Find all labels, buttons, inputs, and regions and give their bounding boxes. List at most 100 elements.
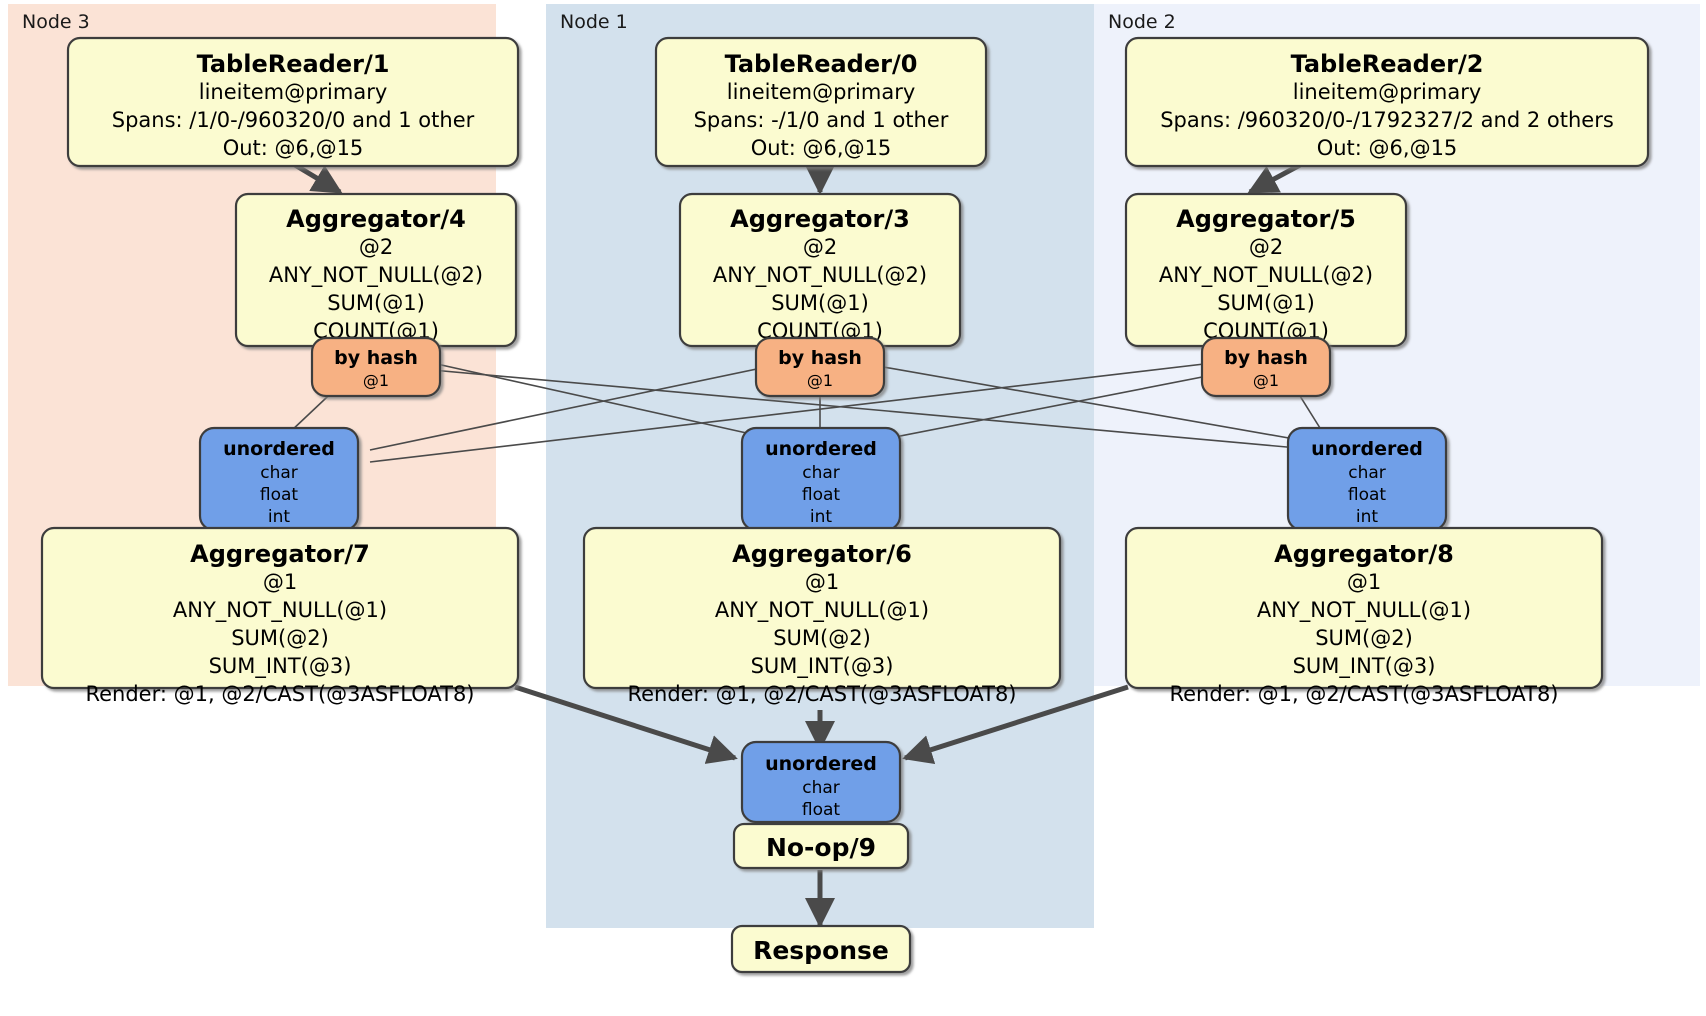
edge-agg8-final (902, 684, 1129, 765)
reader-table: lineitem@primary (1293, 80, 1482, 104)
router-1[interactable]: by hash @1 (754, 336, 886, 398)
reader-title: TableReader/2 (1291, 50, 1484, 78)
reader-spans: Spans: -/1/0 and 1 other (694, 108, 949, 132)
receiver-type-2: int (1356, 507, 1378, 527)
reader-out: Out: @6,@15 (751, 136, 892, 160)
aggregator-agg-1: SUM(@2) (231, 626, 329, 650)
reader-box[interactable] (654, 36, 988, 168)
receiver-title: unordered (1311, 438, 1423, 460)
reader-to-aggregator-edges (293, 162, 1302, 195)
edge-agg7-final (514, 684, 738, 764)
receiver-title: unordered (765, 438, 877, 460)
receiver-type-1: float (802, 800, 841, 820)
aggregator-render: Render: @1, @2/CAST(@3ASFLOAT8) (85, 682, 474, 706)
final-receiver[interactable]: unordered char float (740, 740, 902, 824)
router-box[interactable] (754, 336, 886, 398)
reader-out: Out: @6,@15 (1317, 136, 1458, 160)
receiver-type-1: float (1348, 485, 1387, 505)
edge-routerB-recvA (369, 361, 791, 451)
aggregator-agg-0: ANY_NOT_NULL(@2) (269, 263, 483, 288)
aggregator-agg-0: ANY_NOT_NULL(@2) (713, 263, 927, 288)
aggregator-title: Aggregator/3 (730, 205, 910, 233)
router-box[interactable] (310, 336, 442, 398)
aggregator-title: Aggregator/7 (190, 540, 370, 568)
aggregator-agg-0: ANY_NOT_NULL(@1) (173, 598, 387, 623)
router-2[interactable]: by hash @1 (1200, 336, 1332, 398)
router-0[interactable]: by hash @1 (310, 336, 442, 398)
receiver-title: unordered (765, 753, 877, 775)
response-box[interactable] (730, 924, 912, 974)
aggregator-group: @1 (1347, 570, 1381, 594)
aggregator-agg-2: SUM_INT(@3) (751, 654, 894, 679)
noop-title: No-op/9 (766, 833, 876, 862)
response-node[interactable]: Response (730, 924, 912, 974)
receiver-type-1: float (802, 485, 841, 505)
stage2-aggregator-1[interactable]: Aggregator/6 @1 ANY_NOT_NULL(@1) SUM(@2)… (582, 526, 1062, 706)
noop-node[interactable]: No-op/9 (732, 822, 910, 870)
receiver-2[interactable]: unordered char float int (1286, 426, 1448, 532)
region-label-node3: Node 3 (22, 11, 90, 33)
region-label-node1: Node 1 (560, 11, 628, 33)
receiver-type-2: int (268, 507, 290, 527)
router-title: by hash (1224, 347, 1308, 369)
aggregator-group: @2 (359, 235, 393, 259)
reader-title: TableReader/0 (725, 50, 918, 78)
reader-table: lineitem@primary (727, 80, 916, 104)
aggregator-agg-1: SUM(@1) (771, 291, 869, 315)
aggregator-agg-1: SUM(@1) (1217, 291, 1315, 315)
aggregator-agg-1: SUM(@2) (1315, 626, 1413, 650)
stage1-aggregator-1[interactable]: Aggregator/3 @2 ANY_NOT_NULL(@2) SUM(@1)… (678, 192, 962, 348)
edge-routerC-recvA (369, 359, 1239, 463)
stage2-aggregator-0[interactable]: Aggregator/7 @1 ANY_NOT_NULL(@1) SUM(@2)… (40, 526, 520, 706)
aggregator-agg-2: SUM_INT(@3) (209, 654, 352, 679)
stage2-aggregator-2[interactable]: Aggregator/8 @1 ANY_NOT_NULL(@1) SUM(@2)… (1124, 526, 1604, 706)
reader-spans: Spans: /960320/0-/1792327/2 and 2 others (1160, 108, 1614, 132)
receiver-type-0: char (802, 463, 840, 483)
receiver-type-0: char (802, 778, 840, 798)
aggregator-agg-1: SUM(@1) (327, 291, 425, 315)
table-reader-1[interactable]: TableReader/0 lineitem@primary Spans: -/… (654, 36, 988, 168)
response-title: Response (753, 936, 889, 965)
stage1-aggregator-0[interactable]: Aggregator/4 @2 ANY_NOT_NULL(@2) SUM(@1)… (234, 192, 518, 348)
aggregator-agg-0: ANY_NOT_NULL(@1) (1257, 598, 1471, 623)
edge-routerA-recvC (409, 367, 1321, 451)
router-box[interactable] (1200, 336, 1332, 398)
aggregator-title: Aggregator/5 (1176, 205, 1356, 233)
receiver-type-0: char (1348, 463, 1386, 483)
edge-reader2-agg5 (1247, 162, 1302, 195)
router-column: @1 (363, 371, 389, 390)
reader-title: TableReader/1 (197, 50, 390, 78)
router-column: @1 (1253, 371, 1279, 390)
aggregator-render: Render: @1, @2/CAST(@3ASFLOAT8) (1169, 682, 1558, 706)
reader-box[interactable] (1124, 36, 1650, 168)
aggregator-box[interactable] (40, 526, 520, 690)
aggregator-group: @2 (1249, 235, 1283, 259)
router-column: @1 (807, 371, 833, 390)
aggregator-agg-0: ANY_NOT_NULL(@2) (1159, 263, 1373, 288)
reader-table: lineitem@primary (199, 80, 388, 104)
receiver-0[interactable]: unordered char float int (198, 426, 360, 532)
aggregator-title: Aggregator/4 (286, 205, 466, 233)
receiver-1[interactable]: unordered char float int (740, 426, 902, 532)
reader-spans: Spans: /1/0-/960320/0 and 1 other (112, 108, 475, 132)
aggregator-box[interactable] (1124, 526, 1604, 690)
region-label-node2: Node 2 (1108, 11, 1176, 33)
aggregator-title: Aggregator/6 (732, 540, 912, 568)
stage1-aggregator-2[interactable]: Aggregator/5 @2 ANY_NOT_NULL(@2) SUM(@1)… (1124, 192, 1408, 348)
aggregator-group: @2 (803, 235, 837, 259)
aggregator-agg-2: SUM_INT(@3) (1293, 654, 1436, 679)
table-reader-2[interactable]: TableReader/2 lineitem@primary Spans: /9… (1124, 36, 1650, 168)
receiver-type-1: float (260, 485, 299, 505)
aggregator-agg-1: SUM(@2) (773, 626, 871, 650)
aggregator-agg-0: ANY_NOT_NULL(@1) (715, 598, 929, 623)
reader-box[interactable] (66, 36, 520, 168)
noop-box[interactable] (732, 822, 910, 870)
aggregator-group: @1 (263, 570, 297, 594)
receiver-type-2: int (810, 507, 832, 527)
receiver-title: unordered (223, 438, 335, 460)
table-reader-0[interactable]: TableReader/1 lineitem@primary Spans: /1… (66, 36, 520, 168)
aggregator-box[interactable] (582, 526, 1062, 690)
router-title: by hash (334, 347, 418, 369)
receiver-box[interactable] (740, 740, 902, 824)
